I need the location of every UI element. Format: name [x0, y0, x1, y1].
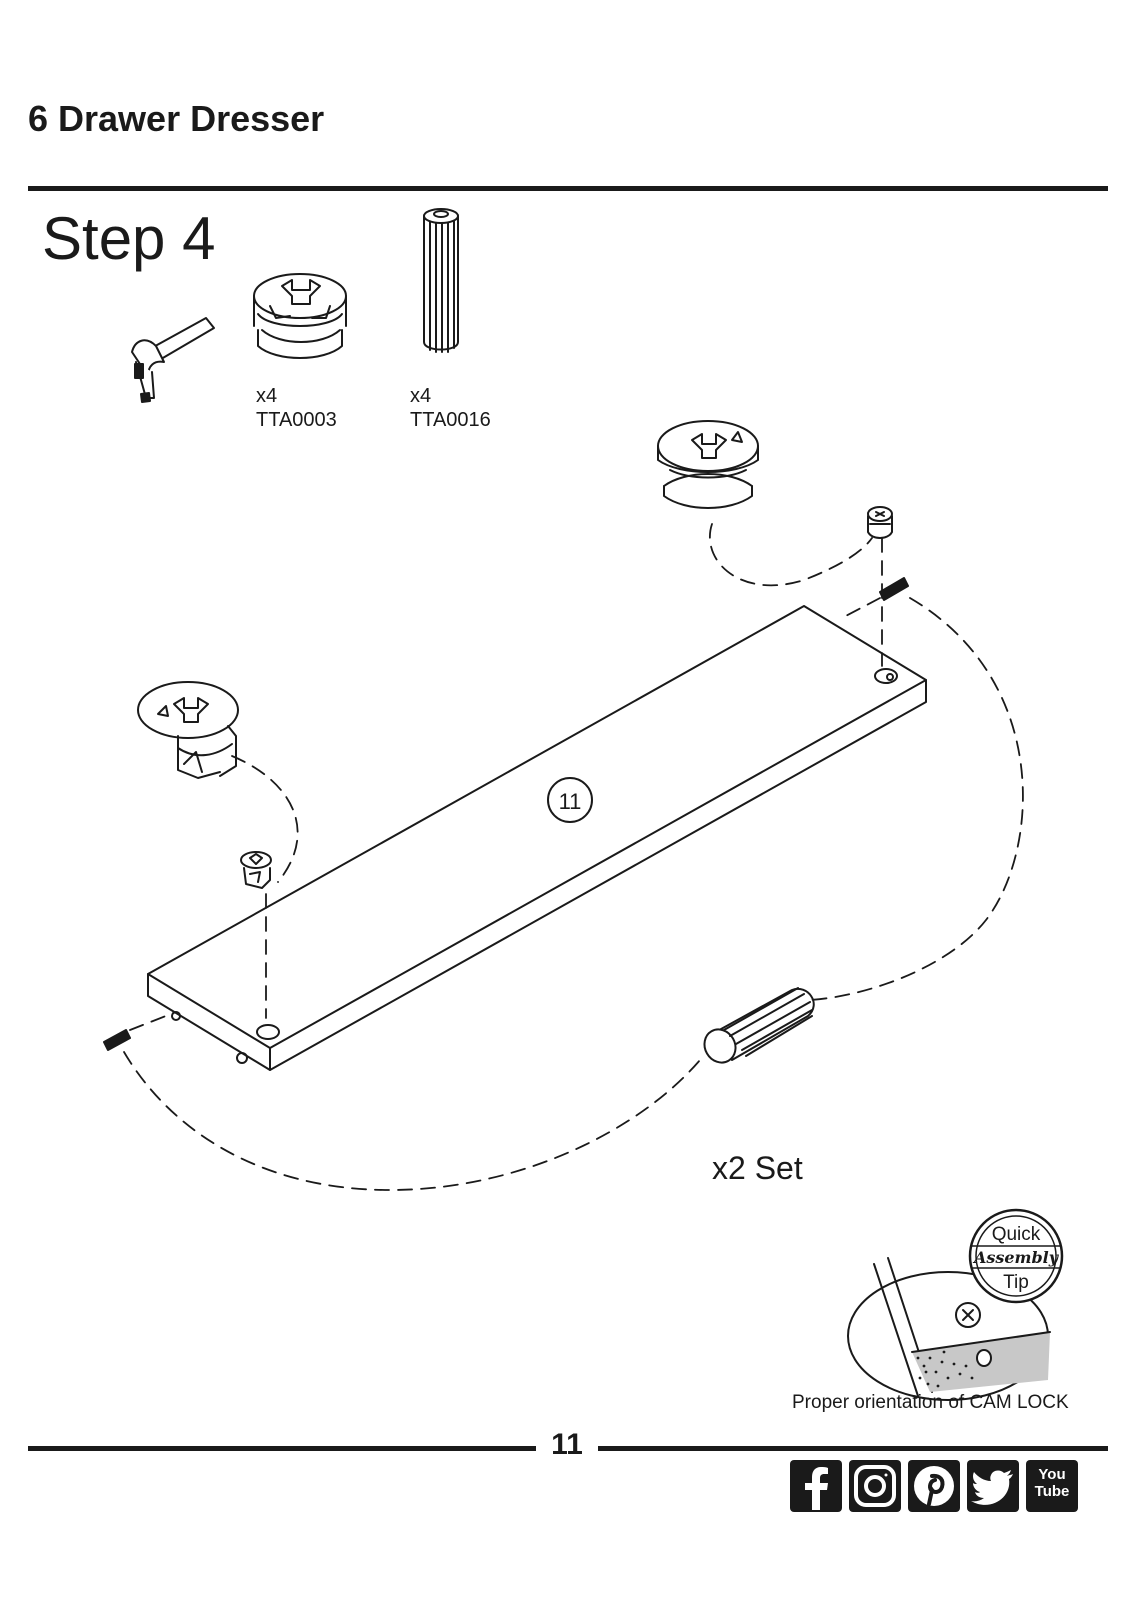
wooden-dowel-icon [703, 987, 815, 1064]
cam-lock-icon [657, 420, 759, 509]
wooden-dowel-icon [103, 1029, 131, 1051]
wooden-dowel-icon [423, 208, 459, 353]
step-title: Step 4 [42, 205, 216, 272]
panel-number: 11 [559, 789, 582, 814]
youtube-label-top: You [1038, 1466, 1066, 1483]
cam-lock-icon [137, 681, 239, 779]
part-label-dowel: x4 TTA0016 [410, 384, 491, 432]
part-quantity: x4 [256, 385, 278, 407]
page-number: 11 [551, 1428, 583, 1461]
document-title: 6 Drawer Dresser [28, 98, 325, 139]
cam-lock-icon [240, 851, 272, 889]
part-code: TTA0016 [410, 409, 491, 431]
instagram-icon[interactable] [849, 1460, 901, 1512]
youtube-icon[interactable]: You Tube [1026, 1460, 1078, 1512]
footer-divider-right [598, 1446, 1108, 1451]
quick-tip-inset [847, 1208, 1064, 1401]
quick-tip-badge-line1: Quick [992, 1224, 1041, 1245]
cam-lock-icon [253, 273, 347, 359]
quick-tip-caption: Proper orientation of CAM LOCK [792, 1392, 1069, 1413]
facebook-icon[interactable] [790, 1460, 842, 1512]
panel-11 [147, 605, 927, 1071]
wooden-dowel-icon [879, 577, 909, 601]
set-count: x2 Set [712, 1150, 803, 1186]
hammer-icon [131, 317, 215, 403]
part-code: TTA0003 [256, 409, 337, 431]
quick-tip-badge-line3: Tip [1003, 1272, 1029, 1293]
youtube-label-bottom: Tube [1034, 1483, 1070, 1500]
twitter-icon[interactable] [967, 1460, 1019, 1512]
pinterest-icon[interactable] [908, 1460, 960, 1512]
social-links: You Tube [790, 1460, 1090, 1514]
cam-lock-icon [867, 506, 893, 539]
header-divider [28, 186, 1108, 191]
part-label-cam-lock: x4 TTA0003 [256, 384, 337, 432]
footer-divider-left [28, 1446, 536, 1451]
quick-tip-badge-line2: Assembly [972, 1248, 1060, 1267]
part-quantity: x4 [410, 385, 432, 407]
